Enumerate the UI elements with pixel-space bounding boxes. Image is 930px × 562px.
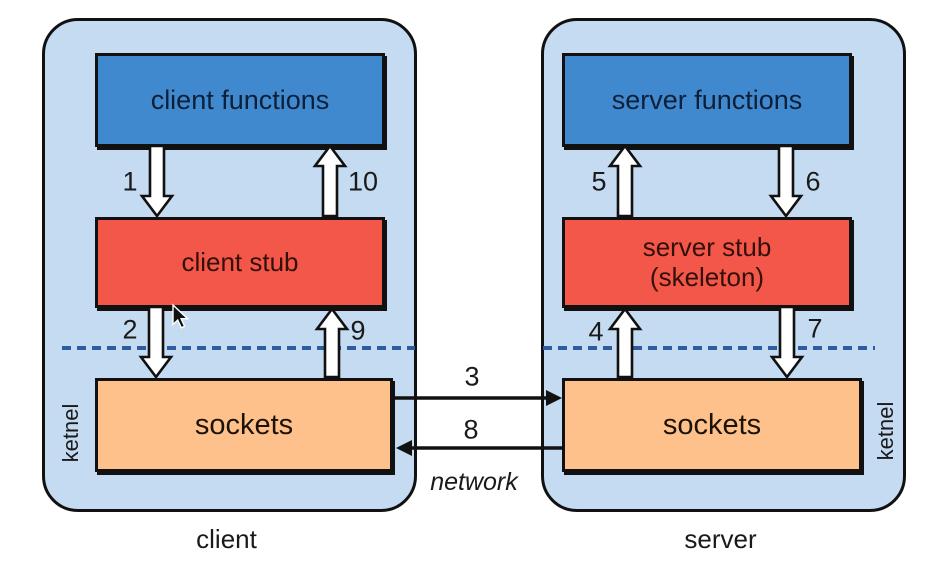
server-functions-box: server functions (562, 53, 852, 147)
client-stub-label: client stub (181, 246, 299, 277)
step-3-label: 3 (464, 361, 480, 392)
step-8-label: 8 (463, 414, 479, 445)
step-4-label: 4 (588, 316, 604, 347)
kernel-label-server: ketnel (873, 401, 898, 461)
step-6-label: 6 (805, 166, 821, 197)
client-sockets-box: sockets (95, 378, 393, 472)
kernel-label-client: ketnel (58, 403, 83, 463)
client-sockets-label: sockets (194, 408, 294, 441)
client-functions-label: client functions (150, 84, 330, 115)
client-caption: client (196, 524, 257, 554)
step-2-label: 2 (122, 314, 138, 345)
server-sockets-label: sockets (662, 408, 762, 441)
network-label: network (430, 468, 518, 496)
server-functions-label: server functions (611, 84, 803, 115)
client-functions-box: client functions (95, 53, 385, 147)
server-stub-label: server stub (skeleton) (642, 231, 772, 293)
step-1-label: 1 (122, 166, 138, 197)
server-caption: server (684, 524, 757, 554)
step-5-label: 5 (591, 166, 607, 197)
server-sockets-box: sockets (562, 378, 862, 472)
client-stub-box: client stub (95, 217, 385, 308)
step-9-label: 9 (350, 315, 366, 346)
server-stub-box: server stub (skeleton) (562, 217, 852, 308)
server-stub-line1: server stub (642, 231, 772, 262)
step-10-label: 10 (347, 166, 379, 197)
server-stub-line2: (skeleton) (649, 261, 765, 292)
step-7-label: 7 (807, 313, 823, 344)
network-arrow-8-icon (396, 440, 562, 456)
